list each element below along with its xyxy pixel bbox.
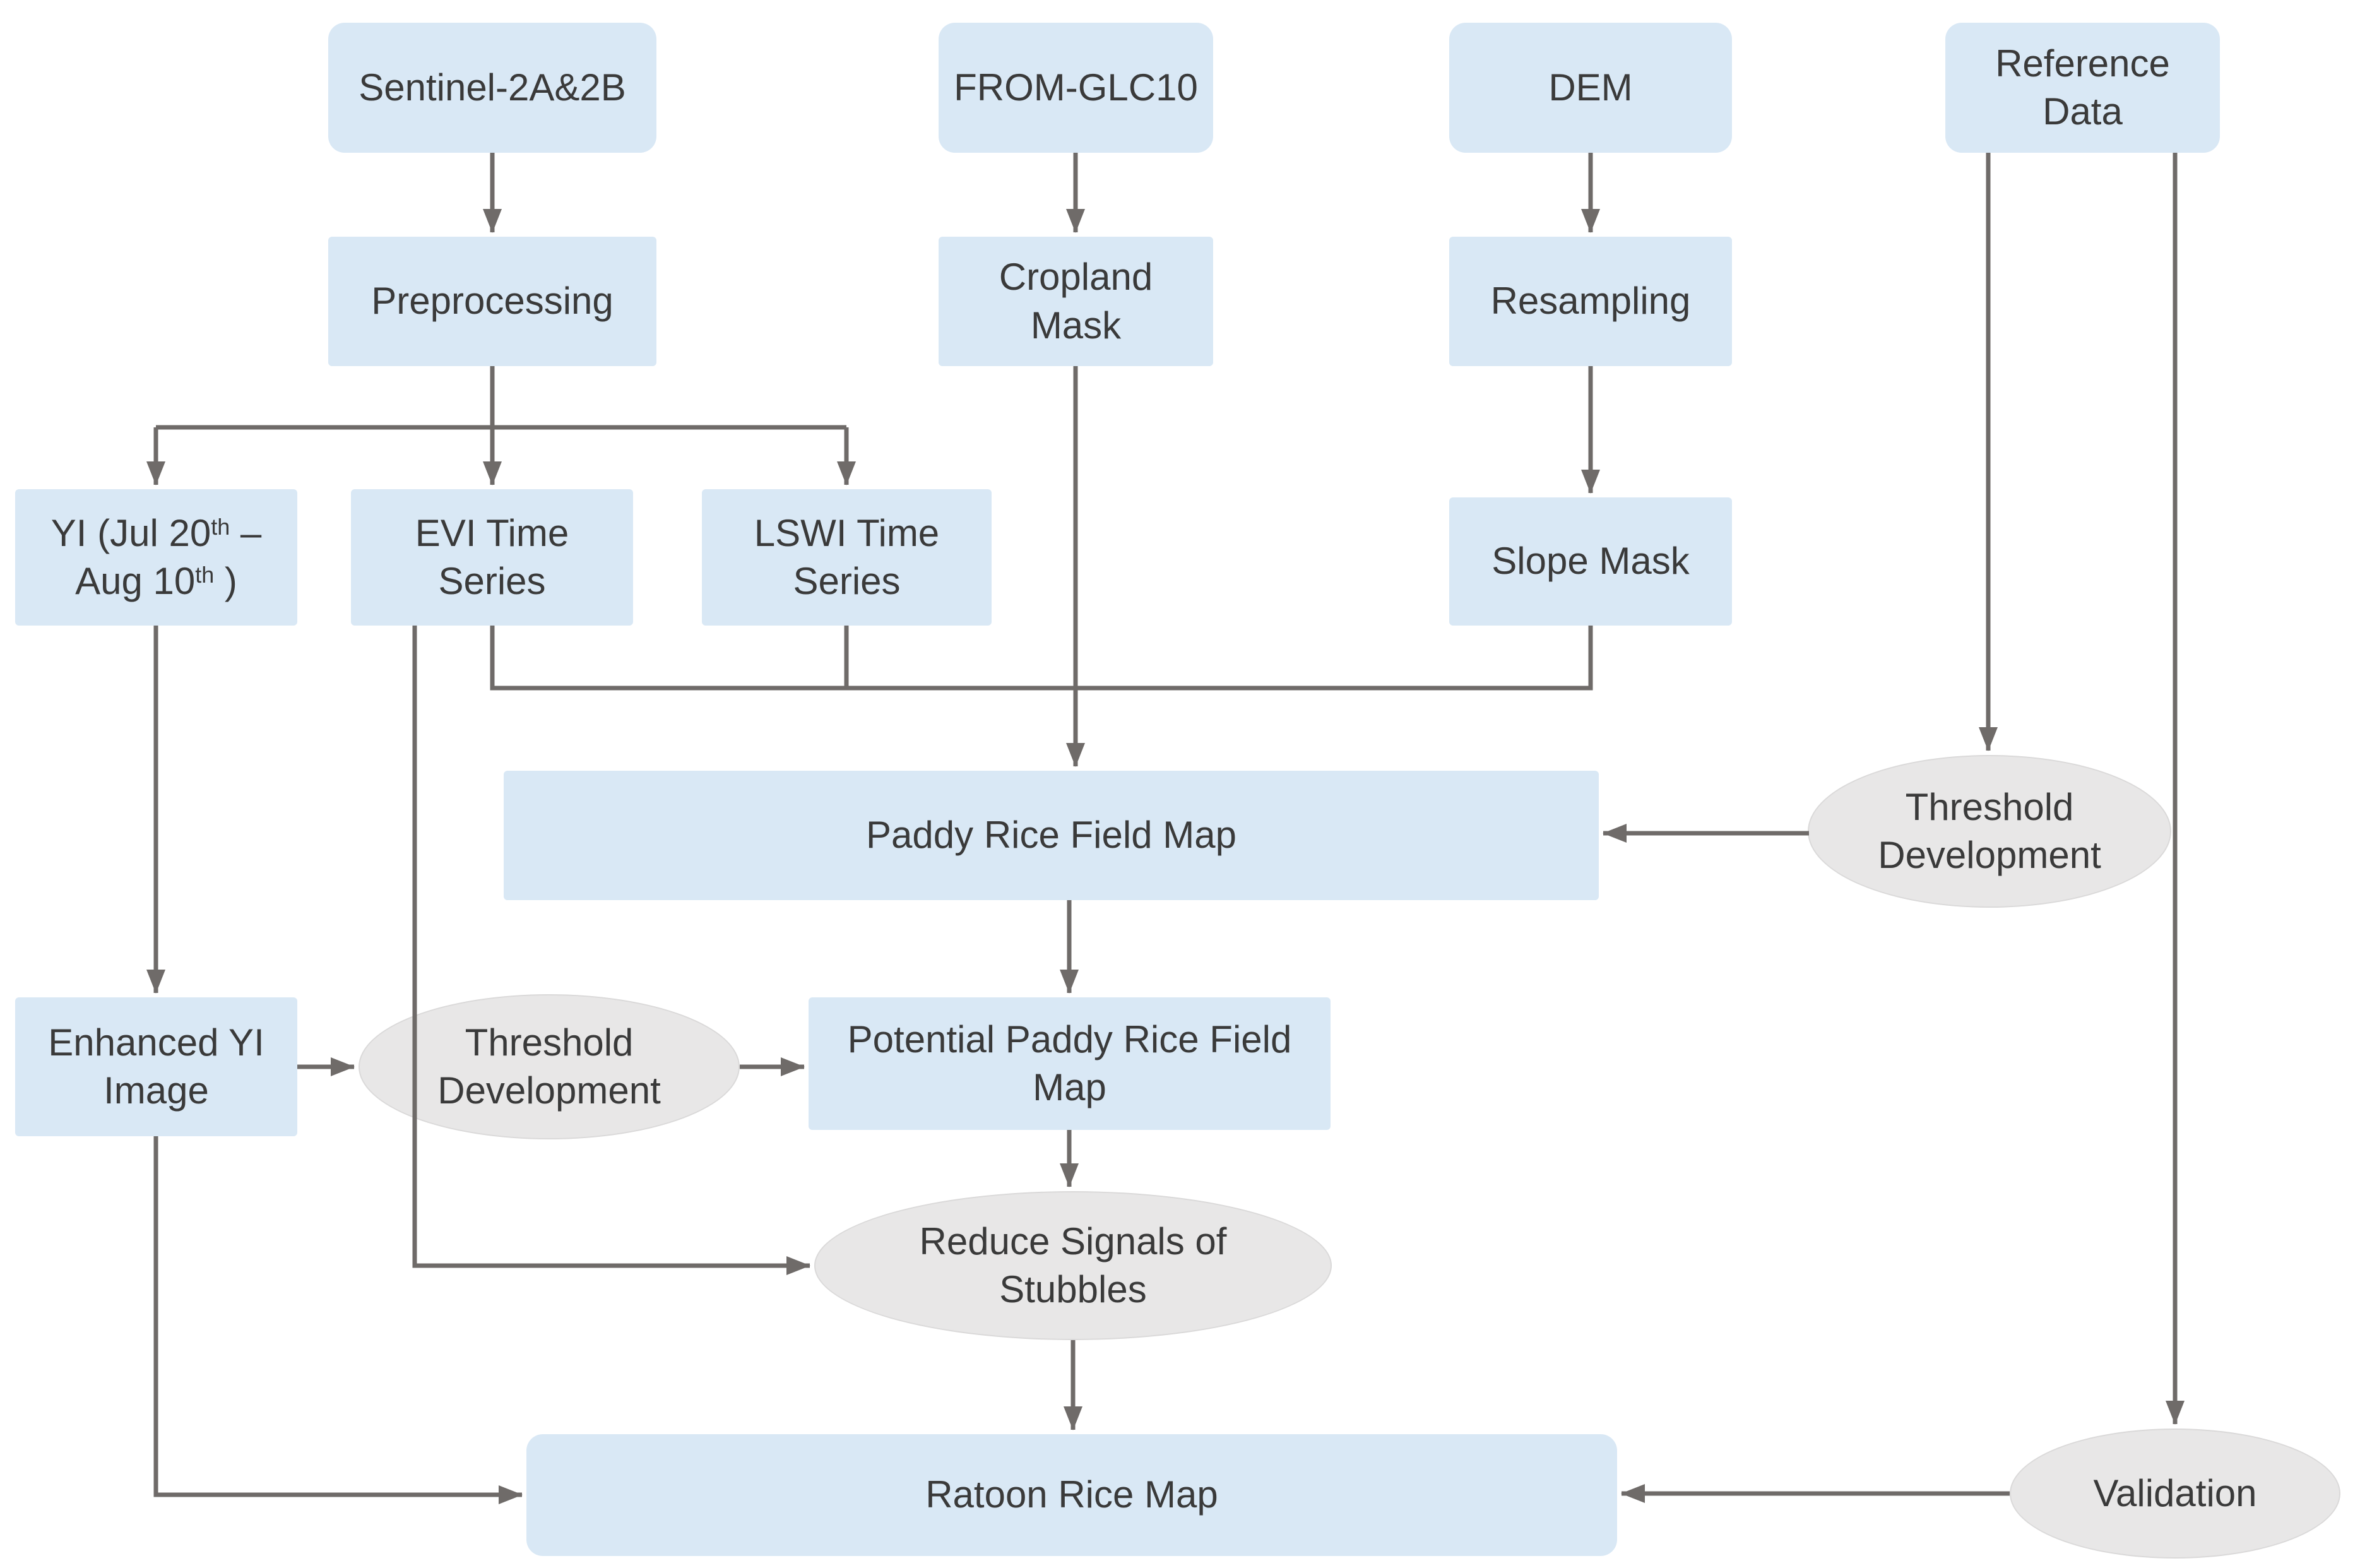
node-label: YI (Jul 20th –Aug 10th ) [50, 511, 262, 602]
node-label: Resampling [1490, 280, 1691, 323]
node-label: Preprocessing [371, 280, 614, 323]
node-slope-mask: Slope Mask [1449, 497, 1732, 626]
node-sentinel-2a2b: Sentinel-2A&2B [328, 23, 656, 153]
node-label: Sentinel-2A&2B [359, 66, 626, 109]
node-from-glc10: FROM-GLC10 [939, 23, 1213, 153]
connector-enhanced-yi-to-ratoon-map [153, 1136, 523, 1504]
node-label: DEM [1548, 66, 1633, 109]
node-resampling: Resampling [1449, 237, 1732, 366]
ellipse-validation: Validation [2010, 1428, 2340, 1559]
node-label: Validation [2093, 1471, 2257, 1514]
node-label: Ratoon Rice Map [925, 1473, 1218, 1516]
node-paddy-rice-field-map: Paddy Rice Field Map [504, 771, 1599, 900]
node-preprocessing: Preprocessing [328, 237, 656, 366]
node-ratoon-rice-map: Ratoon Rice Map [526, 1434, 1617, 1556]
node-dem: DEM [1449, 23, 1732, 153]
node-label: Paddy Rice Field Map [866, 814, 1236, 857]
connector-preprocessing-branch-trunk [156, 366, 846, 430]
node-yi-image: YI (Jul 20th –Aug 10th ) [15, 489, 297, 626]
node-label: FROM-GLC10 [954, 66, 1198, 109]
connector-evi-to-reduce-stubbles [412, 626, 810, 1275]
node-label: Slope Mask [1491, 540, 1690, 583]
connector-evi-slope-merge-line [490, 626, 1593, 691]
